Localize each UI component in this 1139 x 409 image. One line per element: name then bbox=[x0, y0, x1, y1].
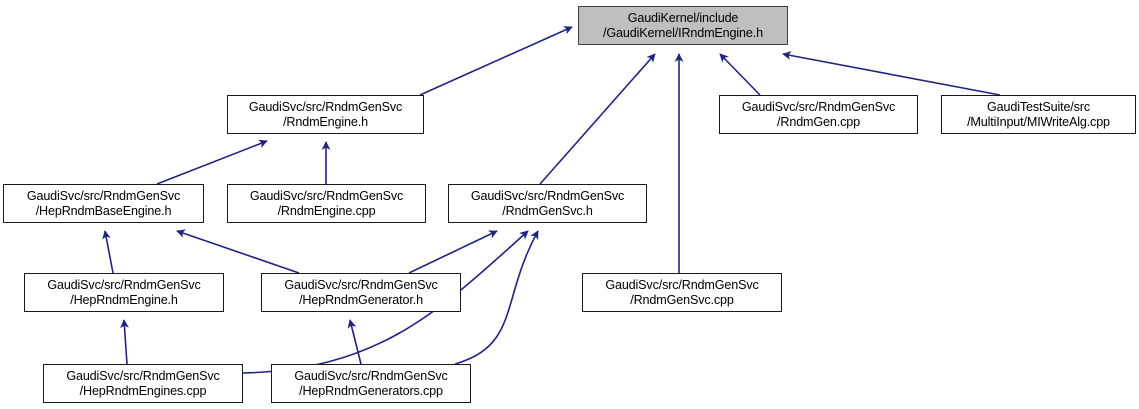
node-label-line1: GaudiSvc/src/RndmGenSvc bbox=[470, 188, 625, 203]
node-label-line1: GaudiSvc/src/RndmGenSvc bbox=[26, 188, 181, 203]
node-rndmgensvc_h[interactable]: GaudiSvc/src/RndmGenSvc/RndmGenSvc.h bbox=[448, 184, 647, 223]
node-label-line1: GaudiSvc/src/RndmGenSvc bbox=[249, 188, 404, 203]
node-label-line2: /RndmGen.cpp bbox=[777, 114, 860, 129]
node-label-line2: /HepRndmGenerators.cpp bbox=[299, 383, 443, 398]
edge-rndmgen_cpp-to-irndmengine bbox=[719, 53, 761, 96]
node-label-line1: GaudiKernel/include bbox=[627, 10, 739, 25]
node-label-line1: GaudiSvc/src/RndmGenSvc bbox=[294, 368, 448, 383]
edge-miwritealg_cpp-to-irndmengine bbox=[782, 51, 1001, 96]
node-heprndmgenerator_h[interactable]: GaudiSvc/src/RndmGenSvc/HepRndmGenerator… bbox=[261, 273, 461, 312]
node-rndmgen_cpp[interactable]: GaudiSvc/src/RndmGenSvc/RndmGen.cpp bbox=[719, 95, 918, 134]
node-label-line2: /RndmGenSvc.h bbox=[502, 203, 593, 218]
node-label-line1: GaudiSvc/src/RndmGenSvc bbox=[605, 277, 759, 292]
node-label-line2: /RndmGenSvc.cpp bbox=[630, 292, 734, 307]
node-label-line2: /HepRndmEngines.cpp bbox=[79, 383, 207, 398]
node-rndmengine_h[interactable]: GaudiSvc/src/RndmGenSvc/RndmEngine.h bbox=[227, 95, 424, 134]
edge-heprndmengine_h-to-heprndmbaseengine_h bbox=[102, 230, 114, 274]
node-heprndmbaseengine_h[interactable]: GaudiSvc/src/RndmGenSvc/HepRndmBaseEngin… bbox=[3, 184, 204, 223]
node-miwritealg_cpp[interactable]: GaudiTestSuite/src/MultiInput/MIWriteAlg… bbox=[941, 95, 1136, 134]
node-irndmengine[interactable]: GaudiKernel/include/GaudiKernel/IRndmEng… bbox=[578, 6, 788, 45]
node-label-line2: /MultiInput/MIWriteAlg.cpp bbox=[967, 114, 1110, 129]
node-label-line1: GaudiSvc/src/RndmGenSvc bbox=[66, 368, 220, 383]
edge-heprndmgenerator_h-to-rndmgensvc_h bbox=[408, 230, 498, 274]
node-label-line1: GaudiTestSuite/src bbox=[987, 99, 1090, 114]
node-rndmengine_cpp[interactable]: GaudiSvc/src/RndmGenSvc/RndmEngine.cpp bbox=[227, 184, 426, 223]
node-label-line1: GaudiSvc/src/RndmGenSvc bbox=[248, 99, 403, 114]
node-label-line2: /RndmEngine.h bbox=[283, 114, 368, 129]
node-label-line2: /GaudiKernel/IRndmEngine.h bbox=[603, 25, 763, 40]
node-label-line2: /HepRndmEngine.h bbox=[70, 292, 178, 307]
node-rndmgensvc_cpp[interactable]: GaudiSvc/src/RndmGenSvc/RndmGenSvc.cpp bbox=[582, 273, 782, 312]
node-heprndmgenerators_cpp[interactable]: GaudiSvc/src/RndmGenSvc/HepRndmGenerator… bbox=[271, 364, 471, 403]
edge-heprndmgenerators_cpp-to-rndmgensvc_h bbox=[454, 230, 539, 365]
node-label-line2: /HepRndmGenerator.h bbox=[299, 292, 423, 307]
node-heprndmengines_cpp[interactable]: GaudiSvc/src/RndmGenSvc/HepRndmEngines.c… bbox=[43, 364, 243, 403]
node-heprndmengine_h[interactable]: GaudiSvc/src/RndmGenSvc/HepRndmEngine.h bbox=[24, 273, 224, 312]
edge-rndmengine_h-to-irndmengine bbox=[419, 26, 573, 96]
node-label-line1: GaudiSvc/src/RndmGenSvc bbox=[47, 277, 201, 292]
edge-heprndmengines_cpp-to-heprndmengine_h bbox=[120, 319, 129, 365]
edge-heprndmgenerator_h-to-heprndmbaseengine_h bbox=[176, 229, 300, 274]
node-label-line2: /HepRndmBaseEngine.h bbox=[35, 203, 172, 218]
node-label-line2: /RndmEngine.cpp bbox=[277, 203, 376, 218]
node-label-line1: GaudiSvc/src/RndmGenSvc bbox=[284, 277, 438, 292]
edge-heprndmgenerators_cpp-to-heprndmgenerator_h bbox=[347, 319, 362, 365]
node-label-line1: GaudiSvc/src/RndmGenSvc bbox=[741, 99, 896, 114]
edge-heprndmbaseengine_h-to-rndmengine_h bbox=[156, 139, 268, 185]
edge-rndmgensvc_h-to-irndmengine bbox=[539, 53, 656, 185]
